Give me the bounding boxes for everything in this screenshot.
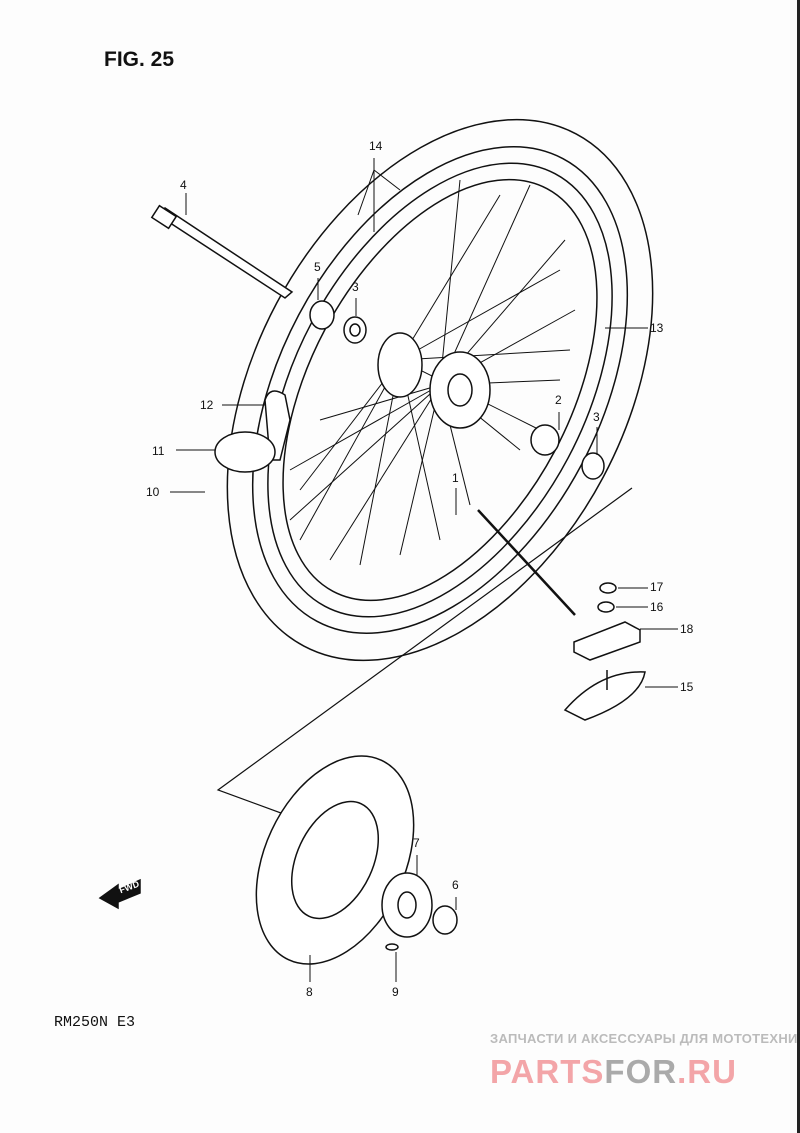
- disc-bolt: [385, 943, 399, 951]
- spacer: [530, 424, 560, 456]
- bearing-right: [581, 452, 605, 480]
- bearing: [343, 316, 367, 344]
- callout-16: 16: [650, 600, 664, 614]
- callout-3: 3: [352, 280, 359, 294]
- model-code: RM250N E3: [54, 1014, 136, 1031]
- callout-1: 1: [452, 471, 459, 485]
- callout-17: 17: [650, 580, 664, 594]
- figure-title: FIG. 25: [104, 48, 175, 71]
- callout-10: 10: [146, 485, 160, 499]
- brake-cover: [381, 872, 433, 938]
- callout-6: 6: [452, 878, 459, 892]
- callout-3-right: 3: [593, 410, 600, 424]
- axle: [150, 204, 294, 299]
- collar-left: [432, 905, 458, 935]
- watermark-tagline: ЗАПЧАСТИ И АКСЕССУАРЫ ДЛЯ МОТОТЕХНИКИ: [490, 1031, 800, 1046]
- callout-4: 4: [180, 178, 187, 192]
- callout-5: 5: [314, 260, 321, 274]
- callout-13: 13: [650, 321, 664, 335]
- callout-9: 9: [392, 985, 399, 999]
- tube: [214, 431, 276, 473]
- tube-valve: [563, 671, 646, 721]
- fwd-arrow-icon: [98, 878, 141, 910]
- callout-11: 11: [152, 444, 165, 458]
- watermark-logo[interactable]: PARTSFOR.RU: [490, 1053, 737, 1090]
- callout-2: 2: [555, 393, 562, 407]
- callout-8: 8: [306, 985, 313, 999]
- callout-18: 18: [680, 622, 694, 636]
- callout-14: 14: [369, 139, 383, 153]
- rim-lock: [573, 621, 641, 661]
- brake-disc: [255, 755, 415, 965]
- collar: [309, 300, 335, 330]
- callout-12: 12: [200, 398, 214, 412]
- nut: [599, 582, 617, 594]
- washer: [597, 601, 615, 613]
- hub: [377, 332, 491, 429]
- callout-15: 15: [680, 680, 694, 694]
- callout-7: 7: [413, 836, 420, 850]
